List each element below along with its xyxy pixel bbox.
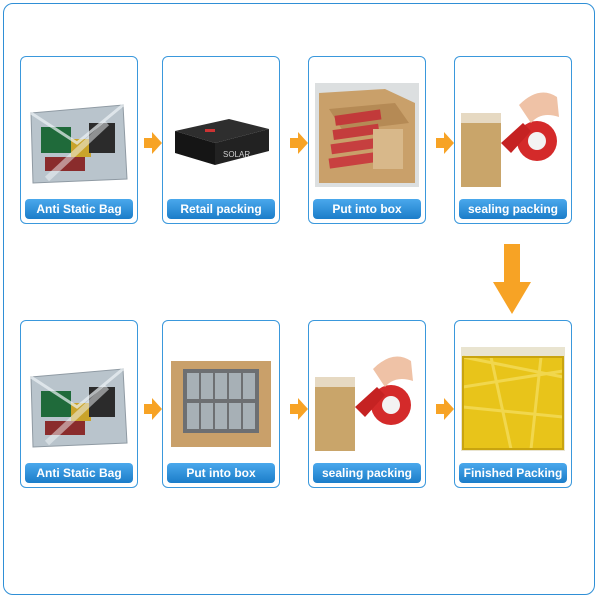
step-card-sealing-packing: sealing packing — [454, 56, 572, 224]
step-label: Anti Static Bag — [25, 463, 133, 483]
retail-box-photo: SOLAR — [169, 83, 273, 187]
step-card-anti-static-bag: Anti Static Bag — [20, 56, 138, 224]
step-card-anti-static-bag-2: Anti Static Bag — [20, 320, 138, 488]
step-card-retail-packing: SOLAR Retail packing — [162, 56, 280, 224]
step-card-put-into-box-2: Put into box — [162, 320, 280, 488]
arrow-right-icon — [290, 398, 308, 420]
step-label: sealing packing — [459, 199, 567, 219]
arrow-right-icon — [290, 132, 308, 154]
arrow-right-icon — [144, 398, 162, 420]
step-card-finished-packing: Finished Packing — [454, 320, 572, 488]
step-card-sealing-packing-2: sealing packing — [308, 320, 426, 488]
step-card-put-into-box: Put into box — [308, 56, 426, 224]
anti-static-bag-photo — [27, 83, 131, 187]
arrow-down-icon — [493, 244, 531, 314]
retail-box-brand: SOLAR — [223, 150, 250, 159]
step-label: sealing packing — [313, 463, 421, 483]
arrow-right-icon — [436, 398, 454, 420]
tape-sealing-photo — [315, 347, 419, 451]
yellow-wrapped-box-photo — [461, 347, 565, 451]
arrow-right-icon — [436, 132, 454, 154]
carton-with-bags-photo — [169, 347, 273, 451]
anti-static-bag-photo — [27, 347, 131, 451]
step-label: Anti Static Bag — [25, 199, 133, 219]
step-label: Finished Packing — [459, 463, 567, 483]
arrow-right-icon — [144, 132, 162, 154]
step-label: Put into box — [313, 199, 421, 219]
step-label: Put into box — [167, 463, 275, 483]
carton-with-boxes-photo — [315, 83, 419, 187]
step-label: Retail packing — [167, 199, 275, 219]
tape-sealing-photo — [461, 83, 565, 187]
